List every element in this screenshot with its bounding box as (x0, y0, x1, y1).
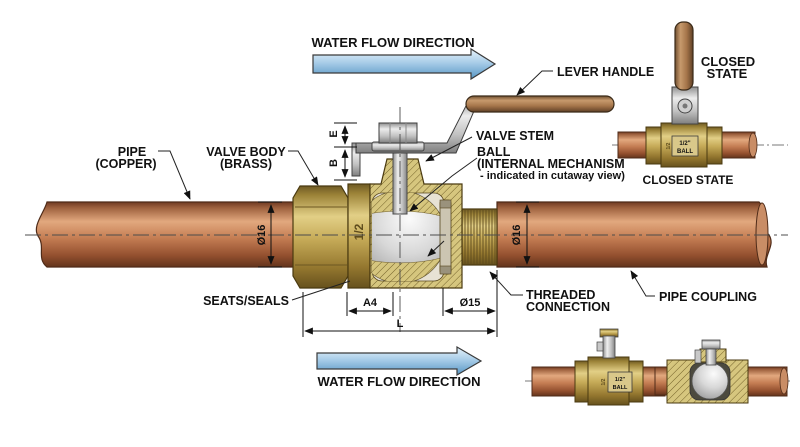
pipe-break-end (779, 367, 789, 395)
stem (705, 348, 717, 366)
valve-tag-type: BALL (613, 385, 628, 391)
seat-ring (439, 199, 452, 275)
threaded-connection-label-1: THREADED (526, 288, 595, 302)
stem-hex-nut (378, 122, 418, 144)
ball-sublabel-1: (INTERNAL MECHANISM (477, 157, 625, 171)
dim-pipe-od-right: Ø16 (511, 225, 523, 246)
closed-state-caption: CLOSED STATE (643, 173, 734, 187)
valve-tag (671, 135, 699, 157)
pipe-right (496, 201, 772, 268)
closed-state-figure: 1/2" BALL 1/2 CLOSED STATE CLOSED STATE (612, 21, 788, 187)
small-valve-cutaway (654, 339, 790, 404)
ball-sublabel-2: - indicated in cutaway view) (480, 170, 625, 182)
valve-tag-size: 1/2" (615, 377, 626, 383)
pipe-sublabel: (COPPER) (95, 157, 156, 171)
valve-tag-type: BALL (677, 149, 693, 155)
water-flow-bottom-label: WATER FLOW DIRECTION (318, 374, 481, 389)
flow-arrow-bottom: WATER FLOW DIRECTION (316, 345, 483, 389)
pipe-break-end (748, 132, 758, 158)
leader-lines (158, 70, 655, 301)
small-valve-external: 1/2" BALL 1/2 (525, 328, 668, 406)
pipe-coupling-label: PIPE COUPLING (659, 290, 757, 304)
valve-body-sublabel: (BRASS) (220, 157, 272, 171)
valve-tag-size: 1/2" (679, 141, 690, 147)
arrow-right-icon (316, 345, 483, 377)
dim-length: L (397, 318, 404, 330)
stem (602, 335, 616, 359)
dim-e: E (328, 130, 340, 137)
dim-thread-od: Ø15 (460, 297, 481, 309)
valve-hex-left (574, 360, 590, 403)
pipe-label: PIPE (118, 145, 147, 159)
valve-hex-right (705, 126, 723, 165)
valve-hex-left (645, 126, 663, 165)
flow-arrow-top: WATER FLOW DIRECTION (312, 35, 497, 81)
threaded-connection (461, 208, 498, 266)
body-size-marking: 1/2 (601, 378, 607, 385)
threaded-connection-label-2: CONNECTION (526, 300, 610, 314)
ball (691, 363, 729, 400)
dim-pipe-od-left: Ø16 (256, 225, 268, 246)
lever-handle-vertical (674, 21, 694, 91)
arrow-right-icon (312, 47, 497, 81)
water-flow-top-label: WATER FLOW DIRECTION (312, 35, 475, 50)
valve-stem-label: VALVE STEM (476, 129, 554, 143)
coupling-nut (292, 185, 349, 289)
body-size-marking: 1/2 (352, 223, 366, 240)
body-size-marking: 1/2 (666, 142, 672, 149)
closed-state-side-label-1: CLOSED (701, 54, 755, 69)
pipe-left (617, 131, 649, 159)
stem-tab (694, 349, 702, 364)
pipe-left (35, 201, 298, 268)
pipe-left (531, 366, 578, 397)
lever-handle-grip (465, 95, 615, 113)
pipe-break-end (755, 202, 769, 266)
closed-state-side-label-2: STATE (707, 66, 748, 81)
dimension-lines (258, 122, 539, 337)
stem-nut (701, 339, 721, 350)
stem-pivot-center (682, 103, 688, 109)
valve-tag (607, 371, 633, 393)
valve-body-label: VALVE BODY (206, 145, 286, 159)
dim-a4: A4 (363, 297, 378, 309)
stem-tab (596, 341, 604, 352)
dim-b: B (328, 159, 340, 167)
ball-label: BALL (477, 145, 511, 159)
seats-seals-label: SEATS/SEALS (203, 294, 289, 308)
lever-handle-label: LEVER HANDLE (557, 65, 654, 79)
